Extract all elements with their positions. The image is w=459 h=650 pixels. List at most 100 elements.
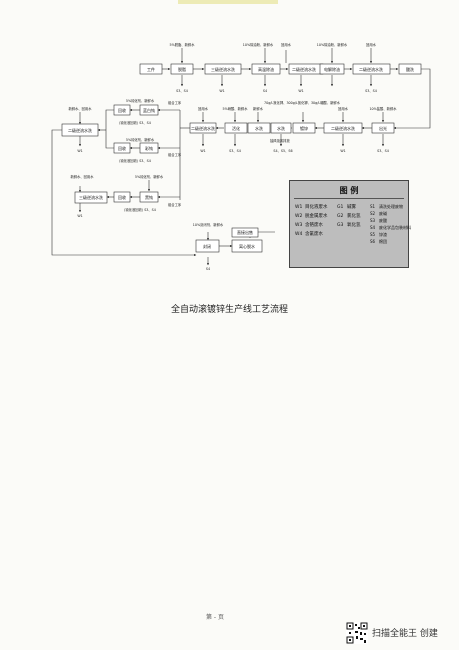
output-label: S3、S4 [176,89,188,93]
step-box [113,191,131,203]
step-label: 回收 [118,194,126,200]
legend-code: S3 [370,218,376,223]
step-box [398,63,422,75]
step-label: 二级逆流水洗 [359,66,383,72]
output-label: W1 [200,149,205,153]
step-label: 回收 [118,145,126,151]
scanner-watermark: 扫描全能王 创建 [372,629,438,639]
legend-desc: 脱金属废水 [305,214,328,219]
legend-divider [294,198,404,199]
step-box [270,122,292,134]
input-label: 回用水 [366,42,377,47]
step-box [139,142,159,154]
step-box [247,122,271,134]
legend-code: W2 [295,214,303,219]
output-label: (钝化液回收) S3、S4 [119,120,151,125]
step-box [61,123,99,137]
step-label: 二级逆流水洗 [191,125,215,131]
step-label: 水洗 [277,125,285,131]
side-note: 抽风吸风排放 [270,138,290,143]
input-label: 5%钝化剂、新鲜水 [126,137,155,142]
input-label: 10%除油粉、新鲜水 [243,42,274,47]
input-label: 新鲜水、回用水 [70,174,94,179]
legend-title: 图 例 [339,186,359,195]
step-box [251,63,281,75]
legend-code: W4 [295,232,303,237]
qr-code-icon [346,622,368,644]
legend-desc: 废碱 [379,211,387,216]
input-label: 5%钝化剂、新鲜水 [135,174,164,179]
top-highlight-mark [178,0,278,4]
step-label: 出光 [379,125,387,131]
step-box [292,122,316,134]
step-box [371,122,395,134]
output-label: W1 [340,149,345,153]
legend-code: S2 [370,211,376,216]
side-note: 组合工序 [168,152,182,157]
step-label: 离心脱水 [239,243,255,249]
output-label: S3、S4 [377,149,389,153]
side-note: 组合工序 [168,202,182,207]
note-label: 直接出售 [237,229,253,235]
input-label: 10%盐酸、新鲜水 [369,106,397,111]
legend-desc: 棉团 [379,239,387,244]
step-label: 水洗 [255,125,263,131]
step-label: 彩钝 [145,145,153,151]
step-box [189,122,217,134]
step-label: 工件 [147,66,155,72]
step-box [352,63,391,75]
step-label: 活化 [232,125,240,131]
page-number: 第 - 页 [206,614,224,621]
output-label: W1 [219,89,224,93]
legend-desc: 清洗处理废物 [379,204,403,209]
step-labels: 工件 脱脂 三级逆流水洗 高温除油 二级逆流水洗 电解除油 二级逆流水洗 酸洗 … [68,66,414,249]
figure-caption: 全自动滚镀锌生产线工艺流程 [170,305,288,315]
step-label: 回收 [118,107,126,113]
step-box [74,191,108,204]
legend-desc: 目化液废水 [305,205,328,210]
step-box [204,63,242,75]
step-label: 三级逆流水洗 [79,194,103,200]
step-label: 高温除油 [258,66,274,72]
step-label: 电解除油 [324,66,340,72]
step-box [323,122,363,134]
process-flow-diagram: 工件 脱脂 三级逆流水洗 高温除油 二级逆流水洗 电解除油 二级逆流水洗 酸洗 … [51,42,431,271]
legend-code: S5 [370,232,376,237]
output-label: S4 [206,267,210,271]
step-label: 三级逆流水洗 [211,66,235,72]
step-box [170,63,194,75]
input-label: 新鲜水、回用水 [68,106,92,111]
output-label: S4 [263,89,267,93]
output-label: S3、S4 [365,89,377,93]
legend-code: S6 [370,239,376,244]
legend-desc: 含铬废水 [305,223,323,228]
legend-code: W3 [295,223,303,228]
step-label: 二级逆流水洗 [292,66,316,72]
input-label: 回用水 [198,106,209,111]
output-label: W1 [77,214,82,218]
step-box [139,191,159,203]
step-box [195,239,220,253]
note-box [231,227,259,238]
input-label: 5%钝化剂、新鲜水 [126,98,155,103]
output-label: S3、S4 [229,149,241,153]
legend-code: S4 [370,225,376,230]
step-box [113,104,131,116]
step-box [224,122,248,134]
step-label: 黑钝 [145,194,153,200]
step-box [231,239,263,253]
input-label: 回用水 [281,42,292,47]
input-label: 10%封闭剂、新鲜水 [193,222,224,227]
